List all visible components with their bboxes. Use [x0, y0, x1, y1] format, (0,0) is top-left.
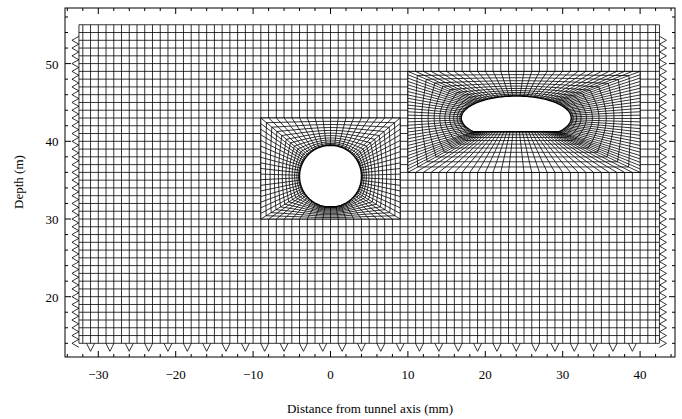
- tunnel-opening: [461, 96, 571, 132]
- axis-title: Depth (m): [12, 155, 25, 209]
- mesh-grid: [79, 25, 660, 344]
- tick-label: −30: [88, 368, 108, 381]
- refined-zone: [261, 118, 400, 219]
- tunnel-opening: [300, 145, 362, 206]
- plot-frame: [65, 8, 675, 357]
- tick-label: 30: [46, 213, 59, 226]
- tick-label: 10: [401, 368, 414, 381]
- tick-label: 20: [479, 368, 492, 381]
- tick-label: 40: [634, 368, 647, 381]
- boundary-support: [72, 36, 667, 351]
- radial-mesh: [408, 71, 640, 172]
- tick-label: 30: [556, 368, 569, 381]
- refined-zone: [408, 71, 640, 172]
- axis-tick: [65, 8, 675, 357]
- tick-label: −10: [243, 368, 263, 381]
- tick-label: 50: [46, 57, 59, 70]
- tick-label: 40: [46, 135, 59, 148]
- tick-label: 0: [327, 368, 334, 381]
- radial-mesh: [261, 118, 400, 219]
- axis-title: Distance from tunnel axis (mm): [287, 402, 453, 415]
- tick-label: 20: [46, 290, 59, 303]
- tick-label: −20: [166, 368, 186, 381]
